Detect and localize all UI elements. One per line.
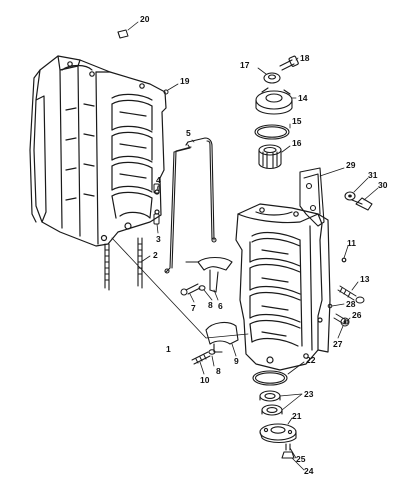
leader-lines [111, 21, 379, 471]
callout-28: 28 [346, 299, 356, 309]
dowel-pins [153, 183, 160, 225]
bracket-9-part [205, 321, 239, 353]
callout-7: 7 [191, 303, 196, 313]
callout-1: 1 [166, 344, 171, 354]
callout-26: 26 [352, 310, 362, 320]
bleed-tube [164, 137, 217, 274]
stud-pair [104, 237, 143, 291]
screw-7-part [180, 283, 201, 296]
callout-3: 3 [156, 234, 161, 244]
washer-27-part [340, 317, 350, 327]
callout-20: 20 [140, 14, 150, 24]
callout-25: 25 [296, 454, 306, 464]
screw-13-part [337, 285, 365, 304]
washer-8-upper [198, 285, 206, 291]
callout-14: 14 [298, 93, 308, 103]
screw-10-part [191, 349, 216, 365]
plug-19-part [163, 89, 169, 95]
callout-17: 17 [240, 60, 250, 70]
callout-10: 10 [200, 375, 210, 385]
callout-labels: 1 2 3 4 5 6 7 8 8 9 10 11 13 14 15 16 17… [140, 14, 388, 476]
callout-30: 30 [378, 180, 388, 190]
callout-4: 4 [156, 175, 161, 185]
callout-15: 15 [292, 116, 302, 126]
callout-21: 21 [292, 411, 302, 421]
callout-11: 11 [347, 238, 356, 248]
callout-8-upper: 8 [208, 300, 213, 310]
nut-20-part [117, 29, 129, 39]
callout-8-lower: 8 [216, 366, 221, 376]
callout-29: 29 [346, 160, 356, 170]
callout-18: 18 [300, 53, 310, 63]
crankcase-cover-right-half [235, 203, 347, 371]
callout-22: 22 [306, 355, 316, 365]
upper-end-cap-assembly [254, 55, 299, 170]
bracket-6-part [185, 256, 233, 293]
callout-6: 6 [218, 301, 223, 311]
callout-13: 13 [360, 274, 370, 284]
callout-23: 23 [304, 389, 314, 399]
callout-9: 9 [234, 356, 239, 366]
callout-31: 31 [368, 170, 378, 180]
callout-24: 24 [304, 466, 314, 476]
callout-27: 27 [333, 339, 343, 349]
callout-2: 2 [153, 250, 158, 260]
callout-5: 5 [186, 128, 191, 138]
callout-16: 16 [292, 138, 302, 148]
lower-end-cap-assembly [252, 370, 297, 459]
callout-19: 19 [180, 76, 190, 86]
bracket-29-assembly [299, 167, 373, 227]
cylinder-block-left-half [29, 55, 167, 247]
